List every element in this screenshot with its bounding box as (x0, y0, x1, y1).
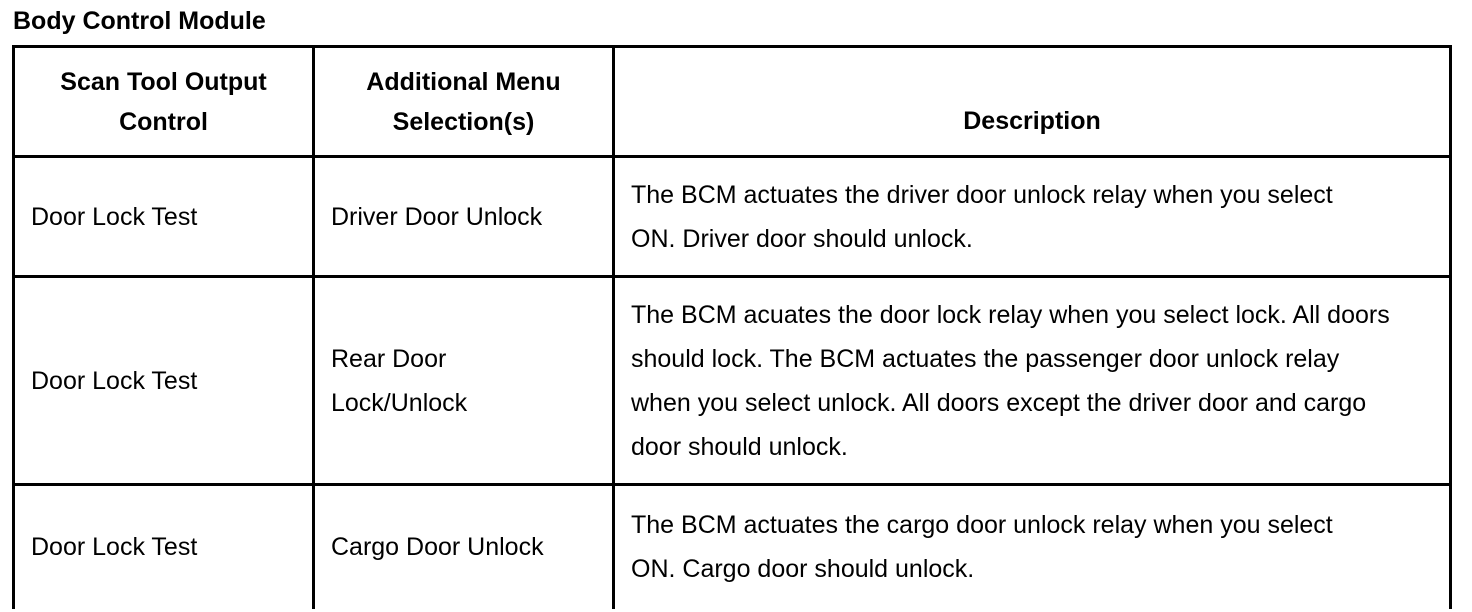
header-menu-selection-label: Additional Menu Selection(s) (366, 67, 561, 136)
header-menu-selection: Additional Menu Selection(s) (312, 45, 615, 158)
header-output-control-label: Scan Tool Output Control (60, 67, 267, 136)
cell-output-control: Door Lock Test (12, 483, 315, 609)
body-control-module-table: Scan Tool Output Control Additional Menu… (12, 45, 1452, 609)
table-row: Door Lock Test Cargo Door Unlock The BCM… (12, 483, 1452, 609)
cell-description: The BCM acuates the door lock relay when… (612, 275, 1452, 486)
cell-description-text: The BCM actuates the driver door unlock … (631, 180, 1333, 253)
cell-menu-selection: Driver Door Unlock (312, 155, 615, 278)
cell-description: The BCM actuates the driver door unlock … (612, 155, 1452, 278)
cell-menu-selection-text: Rear Door Lock/Unlock (331, 344, 468, 417)
cell-description-text: The BCM actuates the cargo door unlock r… (631, 511, 1333, 584)
table-row: Door Lock Test Rear Door Lock/Unlock The… (12, 275, 1452, 486)
table-row: Door Lock Test Driver Door Unlock The BC… (12, 155, 1452, 278)
cell-menu-selection: Cargo Door Unlock (312, 483, 615, 609)
cell-description: The BCM actuates the cargo door unlock r… (612, 483, 1452, 609)
cell-output-control: Door Lock Test (12, 155, 315, 278)
cell-description-text: The BCM acuates the door lock relay when… (631, 300, 1390, 461)
page-title: Body Control Module (13, 7, 266, 35)
header-row: Scan Tool Output Control Additional Menu… (12, 45, 1452, 158)
cell-menu-selection: Rear Door Lock/Unlock (312, 275, 615, 486)
cell-output-control: Door Lock Test (12, 275, 315, 486)
header-output-control: Scan Tool Output Control (12, 45, 315, 158)
header-description: Description (612, 45, 1452, 158)
